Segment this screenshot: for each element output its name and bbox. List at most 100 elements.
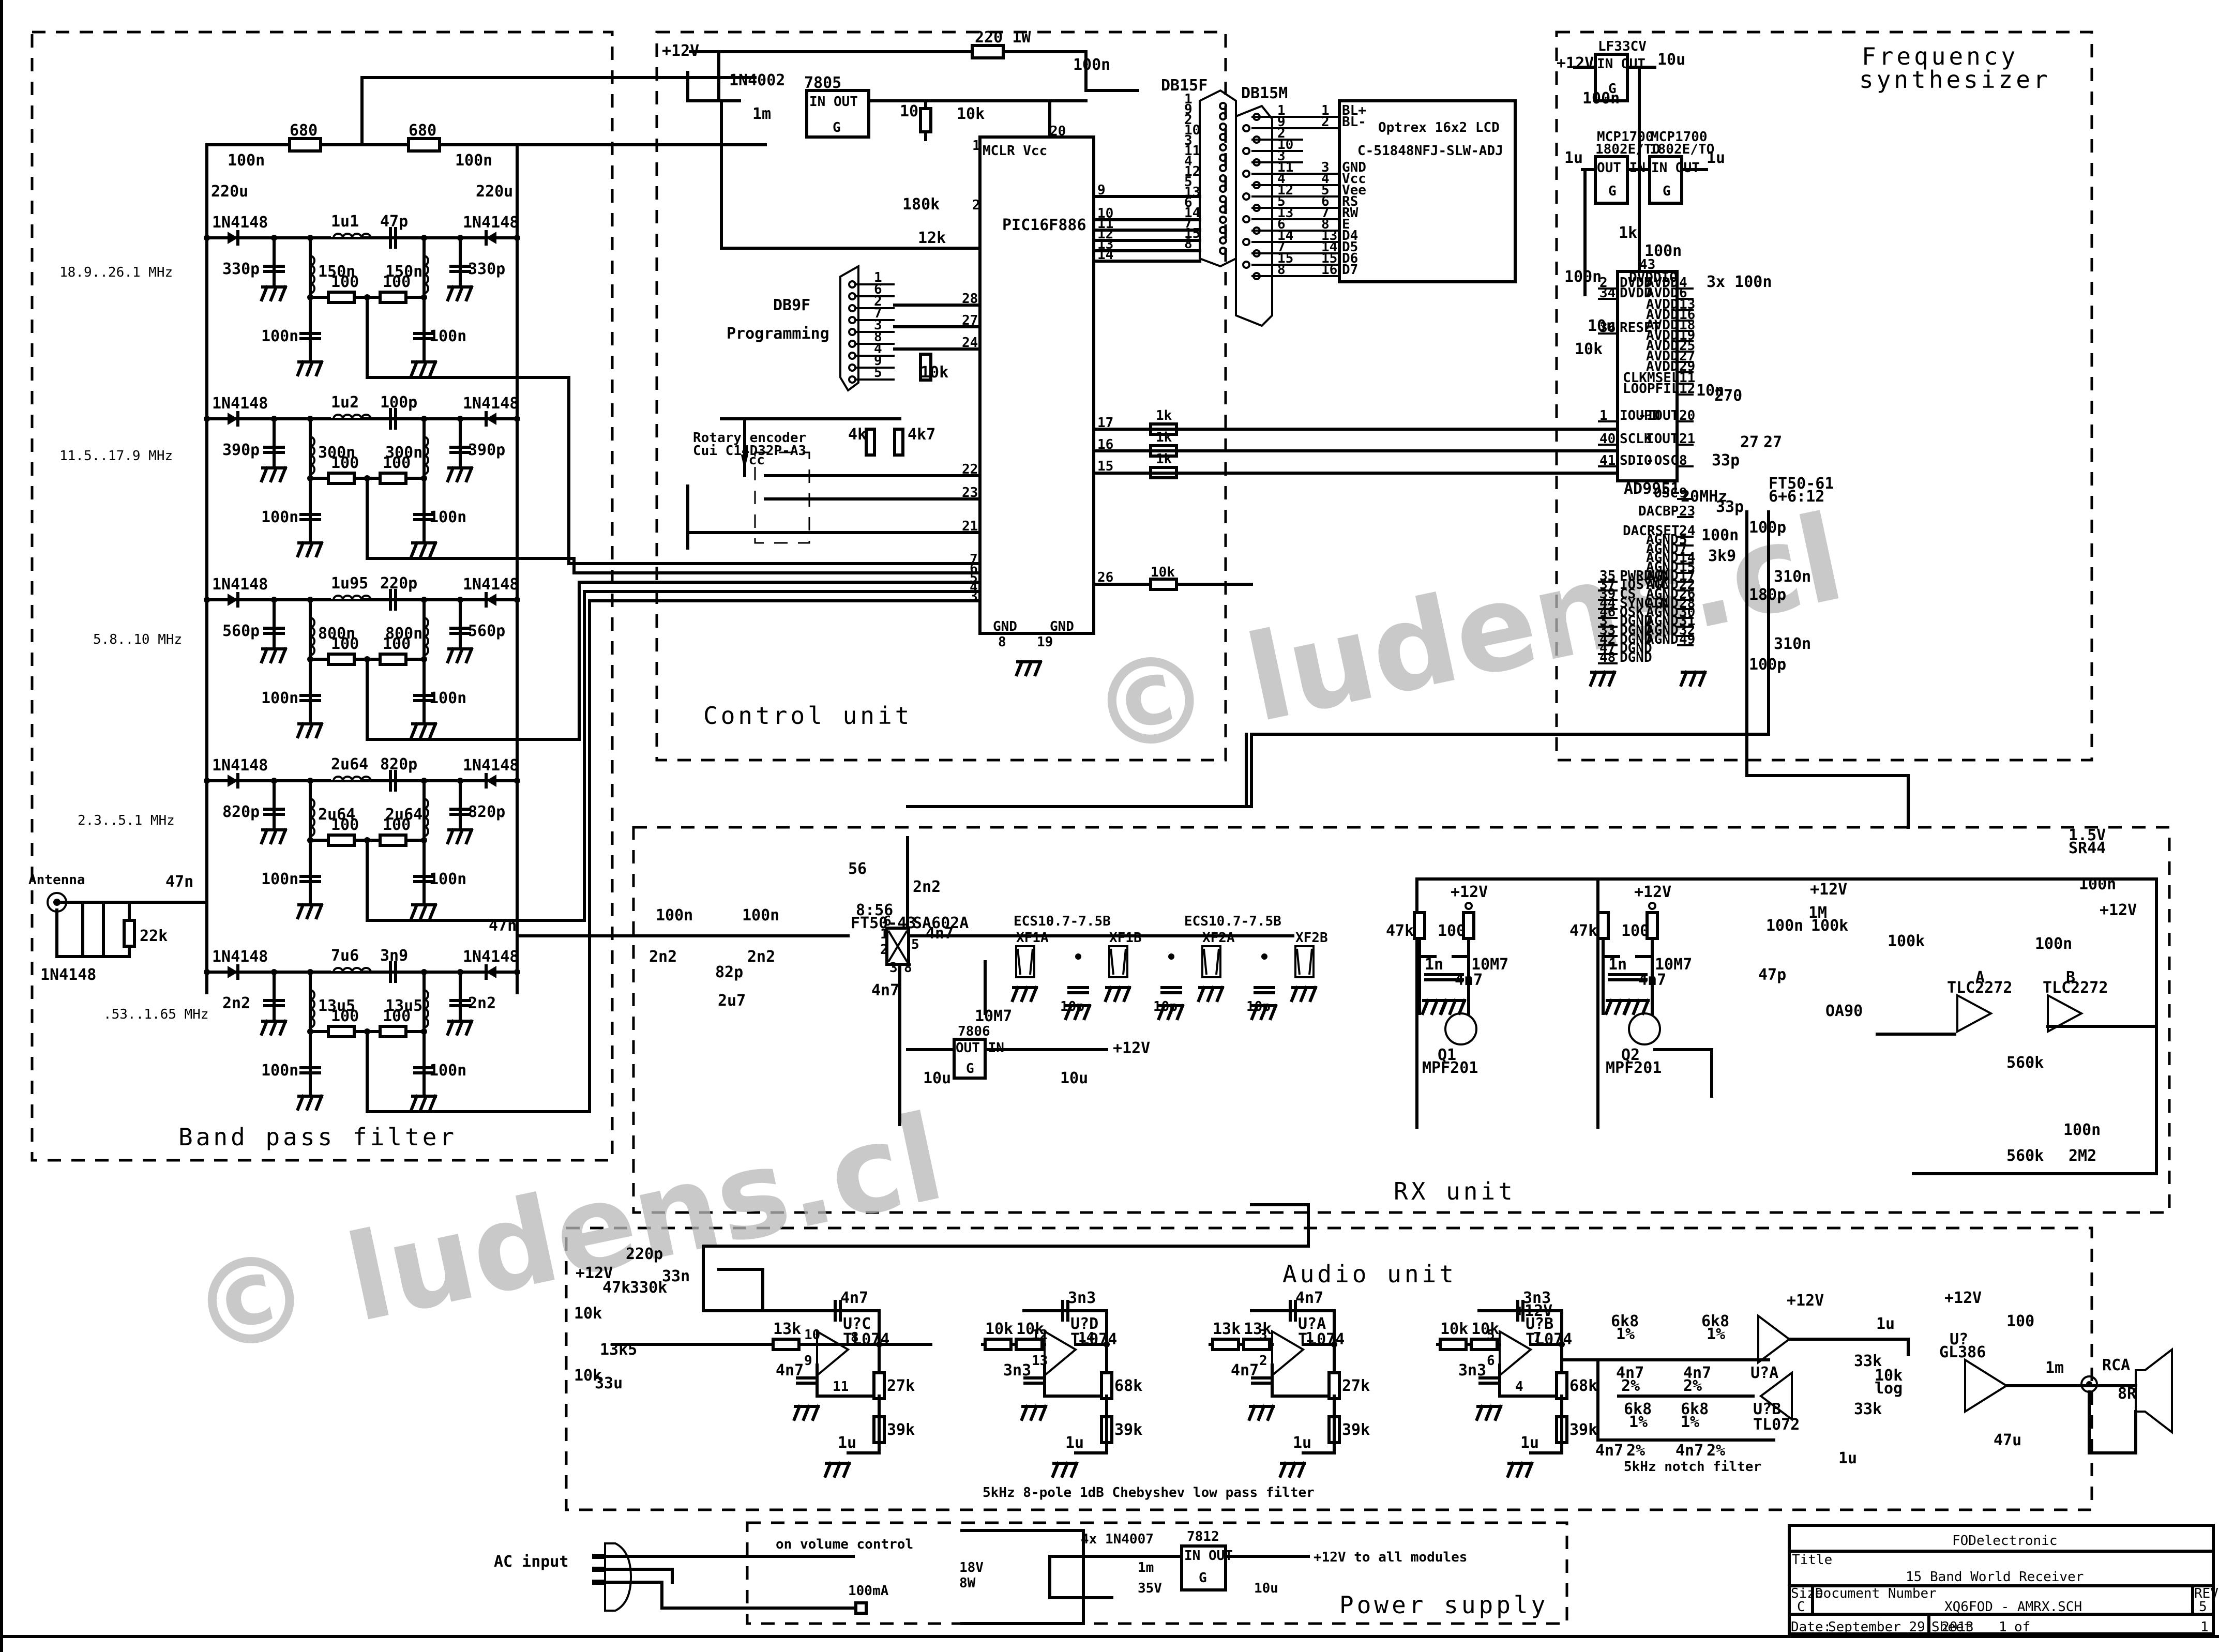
mcu-band-pin-4: 4 bbox=[970, 580, 978, 595]
notch-amp-b-part: TL072 bbox=[1753, 1416, 1800, 1434]
lcd-signal-RW: RW bbox=[1342, 205, 1358, 221]
stage-c1-label: 1n bbox=[1425, 956, 1443, 974]
synth-supply: +12V bbox=[1557, 54, 1594, 72]
frequency-synthesizer: +12V LF33CV IN OUT G 100n 10u MCP1700 18… bbox=[1250, 39, 1910, 829]
db15m-pin-11: 11 bbox=[1277, 160, 1293, 175]
reg-lf33cv bbox=[1594, 53, 1629, 102]
band-shunt-inductor bbox=[310, 436, 315, 475]
band-decouple-cap bbox=[299, 694, 321, 702]
ground-symbol bbox=[296, 541, 324, 558]
lcd-signal-D7: D7 bbox=[1342, 262, 1358, 278]
band-diode-left-label: 1N4148 bbox=[212, 214, 268, 232]
band-range-label: 5.8..10 MHz bbox=[93, 632, 182, 647]
lcd-module: DB15M Optrex 16x2 LCD C-51848NFJ-SLW-ADJ… bbox=[1235, 84, 1517, 327]
db9f-connector bbox=[839, 264, 859, 392]
band-decouple-c-label: 100n bbox=[429, 1062, 466, 1080]
reg-7805 bbox=[805, 89, 870, 139]
opamp-U?A bbox=[1271, 1329, 1305, 1378]
band-range-label: .53..1.65 MHz bbox=[103, 1007, 209, 1022]
dds-sig-osc: OSC bbox=[1654, 486, 1678, 501]
ground-symbol bbox=[1278, 1461, 1306, 1478]
band-bias-r-a-label: 100 bbox=[331, 273, 359, 291]
stage-c2 bbox=[1626, 973, 1648, 981]
r-12k-label: 12k bbox=[918, 229, 946, 247]
tank-label: 10M7 bbox=[975, 1007, 1012, 1025]
audio-title: Audio unit bbox=[1282, 1260, 1457, 1288]
lpf-c-dc-label: 1u bbox=[1293, 1434, 1311, 1452]
band-shunt-l-label: 150n bbox=[385, 263, 422, 281]
db15m-pin-2: 2 bbox=[1277, 126, 1286, 141]
junction-dot bbox=[204, 597, 210, 603]
lpf-r-gnd-label: 39k bbox=[1114, 1421, 1142, 1439]
lcd-signal-Vcc: Vcc bbox=[1342, 171, 1366, 187]
junction-dot bbox=[204, 416, 210, 422]
rca-label: RCA bbox=[2102, 1356, 2130, 1374]
reg-mcp-a-name2: 1802E/TO bbox=[1595, 142, 1660, 157]
opamp-U?D bbox=[1044, 1329, 1078, 1378]
mixer-label: SA602A bbox=[913, 914, 969, 932]
filter-coupling-cap bbox=[1067, 986, 1089, 994]
junction-dot bbox=[457, 597, 463, 603]
mosfet-Q2 bbox=[1628, 1012, 1661, 1045]
band-shunt-cap bbox=[449, 999, 471, 1007]
synth-xfmr: FT50-61 bbox=[1769, 475, 1834, 493]
ground-symbol bbox=[260, 647, 288, 664]
dds-sig-avdd: AVDD bbox=[1646, 307, 1679, 323]
band-shunt-cap bbox=[263, 627, 285, 635]
dds-sig-agnd: AGND bbox=[1646, 559, 1679, 575]
power-section-border bbox=[746, 1521, 1568, 1625]
stage-q-label: Q1 bbox=[1438, 1046, 1456, 1064]
db15m-label: DB15M bbox=[1241, 84, 1288, 102]
dds-pin-35: 35 bbox=[1599, 568, 1616, 584]
ground-symbol bbox=[1197, 986, 1225, 1003]
lcd-signal-D4: D4 bbox=[1342, 228, 1358, 244]
db15m-pin-10: 10 bbox=[1277, 137, 1293, 153]
dds-sig--iout: -IOUT bbox=[1638, 408, 1679, 423]
lpf-unit-label: U?B bbox=[1526, 1315, 1553, 1333]
lpf-part-label: TL074 bbox=[1298, 1330, 1345, 1348]
mixer-pin-1: 1 bbox=[880, 927, 888, 942]
notch-r2: 6k8 bbox=[1701, 1312, 1729, 1330]
agc-c2: 100n bbox=[2063, 1121, 2101, 1139]
reg-7812-g: G bbox=[1199, 1570, 1207, 1586]
lpf-c-fb bbox=[1516, 1300, 1524, 1322]
opamp-a-part: TLC2272 bbox=[1947, 979, 2012, 997]
fuse bbox=[854, 1601, 868, 1615]
dds-sig-agnd: AGND bbox=[1646, 541, 1679, 557]
ad9951 bbox=[1616, 270, 1679, 482]
ground-symbol bbox=[410, 903, 437, 920]
db9f-label: DB9F bbox=[773, 296, 810, 314]
dds-sig-agnd: AGND bbox=[1646, 532, 1679, 548]
synth-c-xtal2: 33p bbox=[1716, 498, 1744, 516]
det-c1: 100n bbox=[1766, 917, 1803, 935]
lcd-signal-E: E bbox=[1342, 217, 1350, 232]
band-diode-left-label: 1N4148 bbox=[212, 395, 268, 413]
dds-pin-25: 25 bbox=[1679, 338, 1695, 354]
junction-dot bbox=[307, 778, 313, 784]
mcu-gnd2: GND bbox=[1050, 619, 1074, 634]
dds-pin-5: 5 bbox=[1679, 532, 1687, 548]
pre-l1: 100n bbox=[656, 906, 693, 924]
lpf-l1: 310n bbox=[1774, 568, 1811, 586]
pre-c1: 2n2 bbox=[649, 948, 677, 966]
db15m-pin-13: 13 bbox=[1277, 205, 1293, 221]
synth-r-dacrset: 3k9 bbox=[1708, 547, 1736, 565]
speaker-label: 8R bbox=[2118, 1385, 2137, 1403]
notch-r1: 6k8 bbox=[1611, 1312, 1639, 1330]
reg-mcp1700-a bbox=[1594, 155, 1629, 205]
band-series-inductor bbox=[333, 414, 372, 419]
ground-symbol bbox=[410, 722, 437, 739]
lcd-signal-BL+: BL+ bbox=[1342, 103, 1366, 118]
ac-plug bbox=[604, 1542, 632, 1612]
dds-sig-dvdd: DVDD bbox=[1620, 285, 1652, 301]
band-decouple-cap bbox=[299, 1066, 321, 1074]
stage-r-bias bbox=[1596, 911, 1610, 940]
pa-part: GL386 bbox=[1939, 1343, 1986, 1361]
mcu-pin-div: 2 bbox=[972, 198, 980, 213]
crystal-filter-XF2B bbox=[1294, 945, 1315, 978]
crystal-filter-label-XF1A: XF1A bbox=[1016, 930, 1049, 946]
r-220-label: 220 1W bbox=[975, 28, 1031, 47]
lpf-r1 bbox=[984, 1338, 1013, 1351]
stage-c1 bbox=[1424, 973, 1446, 981]
